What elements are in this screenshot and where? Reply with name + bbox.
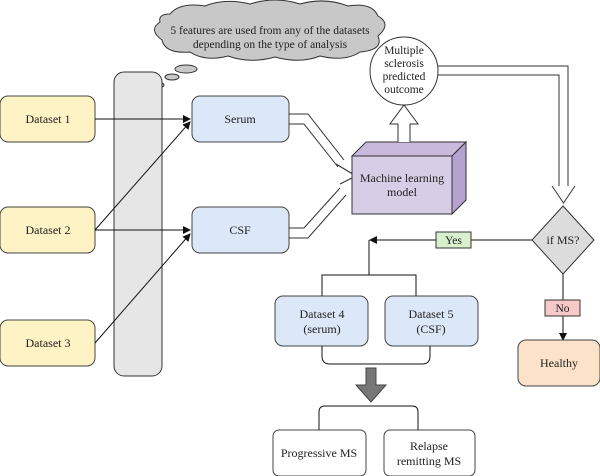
input-to-model-arrows <box>289 113 358 239</box>
ml-model-label-line2: model <box>387 185 418 199</box>
relapse-label-line2: remitting MS <box>397 454 461 468</box>
dataset-4-box: Dataset 4 (serum) <box>274 295 369 347</box>
relapse-label-line1: Relapse <box>410 439 448 453</box>
outcome-to-decision-arrow <box>438 65 576 204</box>
dataset-3-label: Dataset 3 <box>26 336 71 350</box>
yes-label-box <box>435 231 472 249</box>
outcome-line4: outcome <box>384 84 424 96</box>
dataset-2-box: Dataset 2 <box>0 206 96 254</box>
decision-diamond: if MS? <box>531 205 595 275</box>
dataset-2-label: Dataset 2 <box>26 223 71 237</box>
serum-label: Serum <box>224 112 256 126</box>
no-label: No <box>555 303 569 315</box>
outcome-line3: predicted <box>383 71 426 83</box>
dataset-1-box: Dataset 1 <box>0 95 96 143</box>
outcome-line1: Multiple <box>384 45 424 57</box>
cloud-text-line2: depending on the type of analysis <box>193 39 348 51</box>
serum-box: Serum <box>191 95 290 143</box>
model-to-outcome-arrow <box>389 104 419 142</box>
csf-box: CSF <box>191 206 290 254</box>
dataset-arrows <box>94 115 191 344</box>
dataset-1-label: Dataset 1 <box>26 112 71 126</box>
ml-model-label-line1: Machine learning <box>360 171 444 185</box>
feature-collector-bar <box>113 71 163 377</box>
dataset-4-line1: Dataset 4 <box>300 307 345 321</box>
decision-label: if MS? <box>547 233 580 247</box>
progressive-ms-label: Progressive MS <box>281 446 357 460</box>
relapse-remitting-ms-box: Relapse remitting MS <box>383 429 476 476</box>
yes-branch: Yes <box>321 231 532 296</box>
merge-connector <box>318 346 431 430</box>
csf-label: CSF <box>229 223 251 237</box>
cloud-text-line1: 5 features are used from any of the data… <box>170 25 370 37</box>
cloud-bubble-large <box>174 64 198 74</box>
healthy-label: Healthy <box>540 356 578 370</box>
cloud-bubble-medium <box>164 73 180 81</box>
no-branch: No <box>544 274 581 341</box>
dataset-4-line2: (serum) <box>303 322 340 336</box>
dataset-5-line1: Dataset 5 <box>409 307 454 321</box>
down-grey-arrow <box>354 367 388 403</box>
ml-model-box: Machine learning model <box>350 140 468 216</box>
no-label-box <box>544 299 581 317</box>
outcome-line2: sclerosis <box>384 58 424 70</box>
dataset-5-line2: (CSF) <box>416 322 445 336</box>
dataset-3-box: Dataset 3 <box>0 319 96 367</box>
thought-cloud: 5 features are used from any of the data… <box>153 0 386 88</box>
outcome-circle: Multiple sclerosis predicted outcome <box>369 36 439 106</box>
healthy-box: Healthy <box>517 339 600 387</box>
dataset-5-box: Dataset 5 (CSF) <box>384 295 479 347</box>
progressive-ms-box: Progressive MS <box>272 429 367 476</box>
yes-label: Yes <box>445 235 462 247</box>
